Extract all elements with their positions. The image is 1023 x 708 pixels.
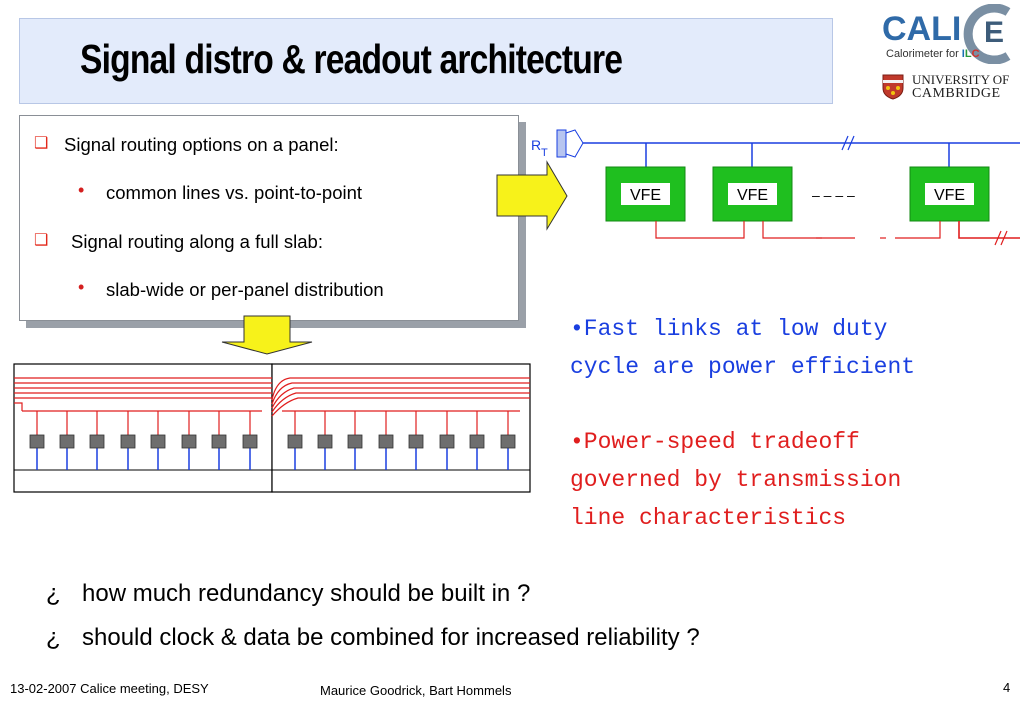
vfe-label: VFE <box>737 187 768 204</box>
footer-date-event: 13-02-2007 Calice meeting, DESY <box>10 681 209 696</box>
title-banner <box>19 18 833 104</box>
note-power-speed-tradeoff: •Power-speed tradeoff governed by transm… <box>570 429 902 531</box>
readout-chip <box>211 434 227 449</box>
readout-chip <box>89 434 105 449</box>
bullet-1: Signal routing options on a panel: <box>64 134 339 155</box>
readout-chip <box>408 434 424 449</box>
slab-panels <box>13 363 531 493</box>
panel-left <box>13 363 273 493</box>
readout-chip <box>378 434 394 449</box>
bullet-2-1: slab-wide or per-panel distribution <box>106 279 384 300</box>
square-bullet-icon: ❑ <box>34 135 49 152</box>
round-bullet-icon: • <box>78 277 85 297</box>
readout-chip <box>242 434 258 449</box>
readout-chip <box>469 434 485 449</box>
page-number: 4 <box>1003 680 1011 695</box>
bullet-2: Signal routing along a full slab: <box>71 231 323 252</box>
readout-chip <box>500 434 516 449</box>
svg-text:E: E <box>984 16 1004 49</box>
terminator-resistor <box>556 129 567 158</box>
calice-logo: CALI E <box>882 4 1011 64</box>
vfe-label: VFE <box>934 187 965 204</box>
terminator-sub: T <box>541 147 548 159</box>
svg-text:CALI: CALI <box>882 10 961 48</box>
bullet-1-1: common lines vs. point-to-point <box>106 182 363 203</box>
readout-chip <box>317 434 333 449</box>
readout-chip <box>287 434 303 449</box>
readout-chip <box>439 434 455 449</box>
readout-chip <box>150 434 166 449</box>
cambridge-crest-icon <box>882 74 904 100</box>
calice-subtitle: Calorimeter for ILC <box>886 48 980 60</box>
readout-chip <box>59 434 75 449</box>
note-power-efficiency: •Fast links at low duty cycle are power … <box>570 316 916 380</box>
bullet-box <box>19 115 519 321</box>
question-marker: ¿ <box>46 624 61 651</box>
square-bullet-icon: ❑ <box>34 232 49 249</box>
question-clock-data: should clock & data be combined for incr… <box>82 624 700 651</box>
vfe-label: VFE <box>630 187 661 204</box>
readout-chip <box>347 434 363 449</box>
arrow-right-icon <box>496 160 568 231</box>
readout-chip <box>120 434 136 449</box>
slide-title: Signal distro & readout architecture <box>80 36 623 82</box>
dash-gap: – – – – <box>812 187 855 203</box>
readout-chip <box>181 434 197 449</box>
question-redundancy: how much redundancy should be built in ? <box>82 580 531 607</box>
round-bullet-icon: • <box>78 180 85 200</box>
arrow-down-icon <box>221 315 313 355</box>
footer-authors: Maurice Goodrick, Bart Hommels <box>320 683 512 698</box>
readout-chip <box>29 434 45 449</box>
question-marker: ¿ <box>46 580 61 607</box>
terminator-label: R <box>531 137 541 153</box>
panel-right <box>271 363 531 493</box>
